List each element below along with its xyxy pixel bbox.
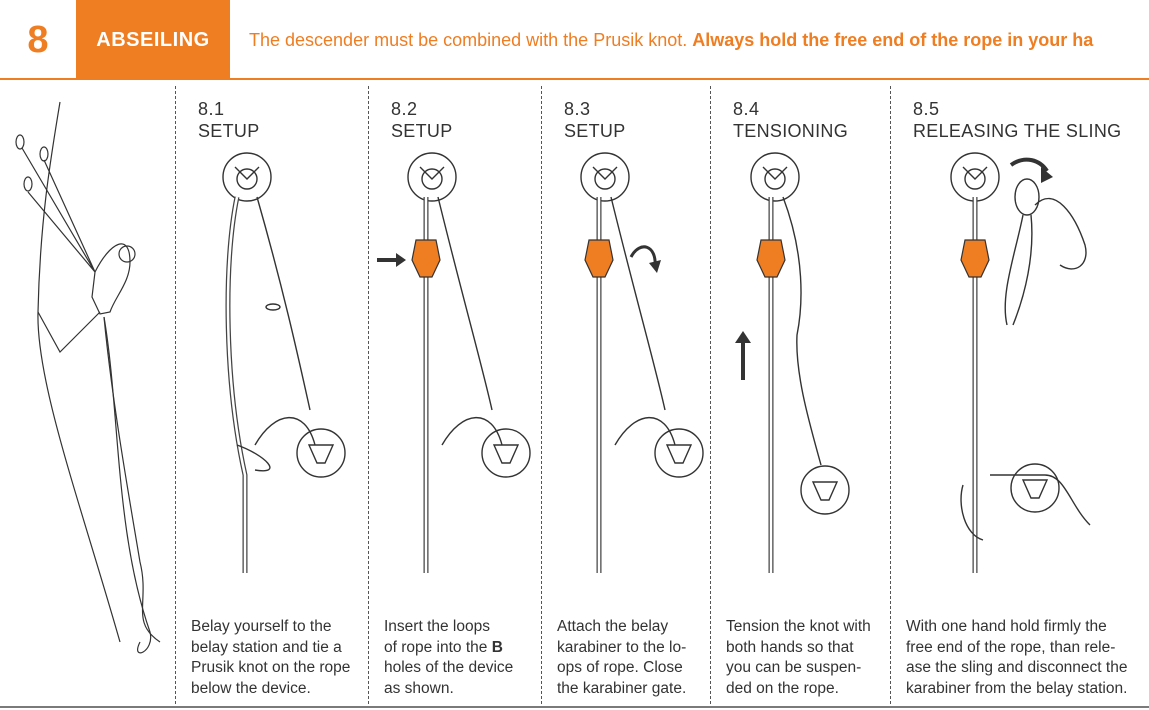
panel-title: SETUP — [564, 121, 626, 141]
section-instruction: The descender must be combined with the … — [249, 30, 1149, 51]
caption-line: Insert the loops — [384, 618, 490, 635]
caption-line: karabiner to the lo- — [557, 638, 687, 656]
caption-line: as shown. — [384, 679, 454, 697]
caption-line: ops of rope. Close — [557, 659, 683, 676]
panel-divider — [890, 86, 891, 704]
panel-caption: Belay yourself to the belay station and … — [191, 617, 350, 699]
caption-line: both hands so that — [726, 638, 854, 656]
bottom-rule — [0, 706, 1149, 708]
panel-divider — [368, 86, 369, 704]
caption-line: With one hand hold firmly the — [906, 618, 1107, 635]
panel-number: 8.4 — [733, 99, 760, 119]
caption-line: below the device. — [191, 679, 311, 697]
caption-line: you can be suspen- — [726, 659, 862, 676]
section-title: ABSEILING — [76, 0, 230, 80]
tensioning-illustration — [735, 152, 850, 573]
caption-line: ase the sling and disconnect the — [906, 659, 1128, 676]
caption-line: the karabiner gate. — [557, 679, 687, 697]
caption-line: Prusik knot on the rope — [191, 659, 351, 676]
caption-line: Tension the knot with — [726, 618, 871, 635]
panel-divider — [175, 86, 176, 704]
setup-illustration — [222, 152, 346, 573]
step-number: 8 — [27, 18, 49, 61]
instruction-text: The descender must be combined with the … — [249, 30, 693, 50]
insert-loops-illustration — [377, 152, 531, 573]
caption-line: Attach the belay — [557, 618, 669, 635]
caption-hole-label: B — [491, 638, 503, 656]
panel-caption: Tension the knot with both hands so that… — [726, 617, 871, 699]
caption-line: free end of the rope, than rele- — [906, 638, 1116, 656]
caption-line: holes of the device — [384, 659, 514, 676]
section-header: 8 ABSEILING The descender must be combin… — [0, 0, 1149, 80]
caption-line: karabiner from the belay station. — [906, 679, 1128, 697]
caption-line: Belay yourself to the — [191, 618, 332, 635]
header-rule — [0, 78, 1149, 80]
releasing-sling-illustration — [950, 152, 1091, 573]
panel-caption: With one hand hold firmly the free end o… — [906, 617, 1127, 699]
attach-karabiner-illustration — [580, 152, 704, 573]
abseiler-overview-illustration — [15, 101, 161, 654]
panel-caption: Insert the loops of rope into the B hole… — [384, 617, 513, 699]
panel-title: TENSIONING — [733, 121, 849, 141]
caption-line: belay station and tie a — [191, 638, 342, 656]
caption-line: of rope into the B — [384, 638, 513, 659]
panel-number: 8.5 — [913, 99, 940, 119]
panel-divider — [710, 86, 711, 704]
instruction-warning: Always hold the free end of the rope in … — [692, 30, 1094, 50]
panel-title: SETUP — [198, 121, 260, 141]
panel-divider — [541, 86, 542, 704]
panel-number: 8.1 — [198, 99, 225, 119]
panel-caption: Attach the belay karabiner to the lo- op… — [557, 617, 686, 699]
panel-number: 8.2 — [391, 99, 418, 119]
panel-title: RELEASING THE SLING — [913, 121, 1122, 141]
panel-title: SETUP — [391, 121, 453, 141]
panel-number: 8.3 — [564, 99, 591, 119]
caption-text: of rope into the — [384, 638, 492, 656]
caption-line: ded on the rope. — [726, 679, 839, 697]
